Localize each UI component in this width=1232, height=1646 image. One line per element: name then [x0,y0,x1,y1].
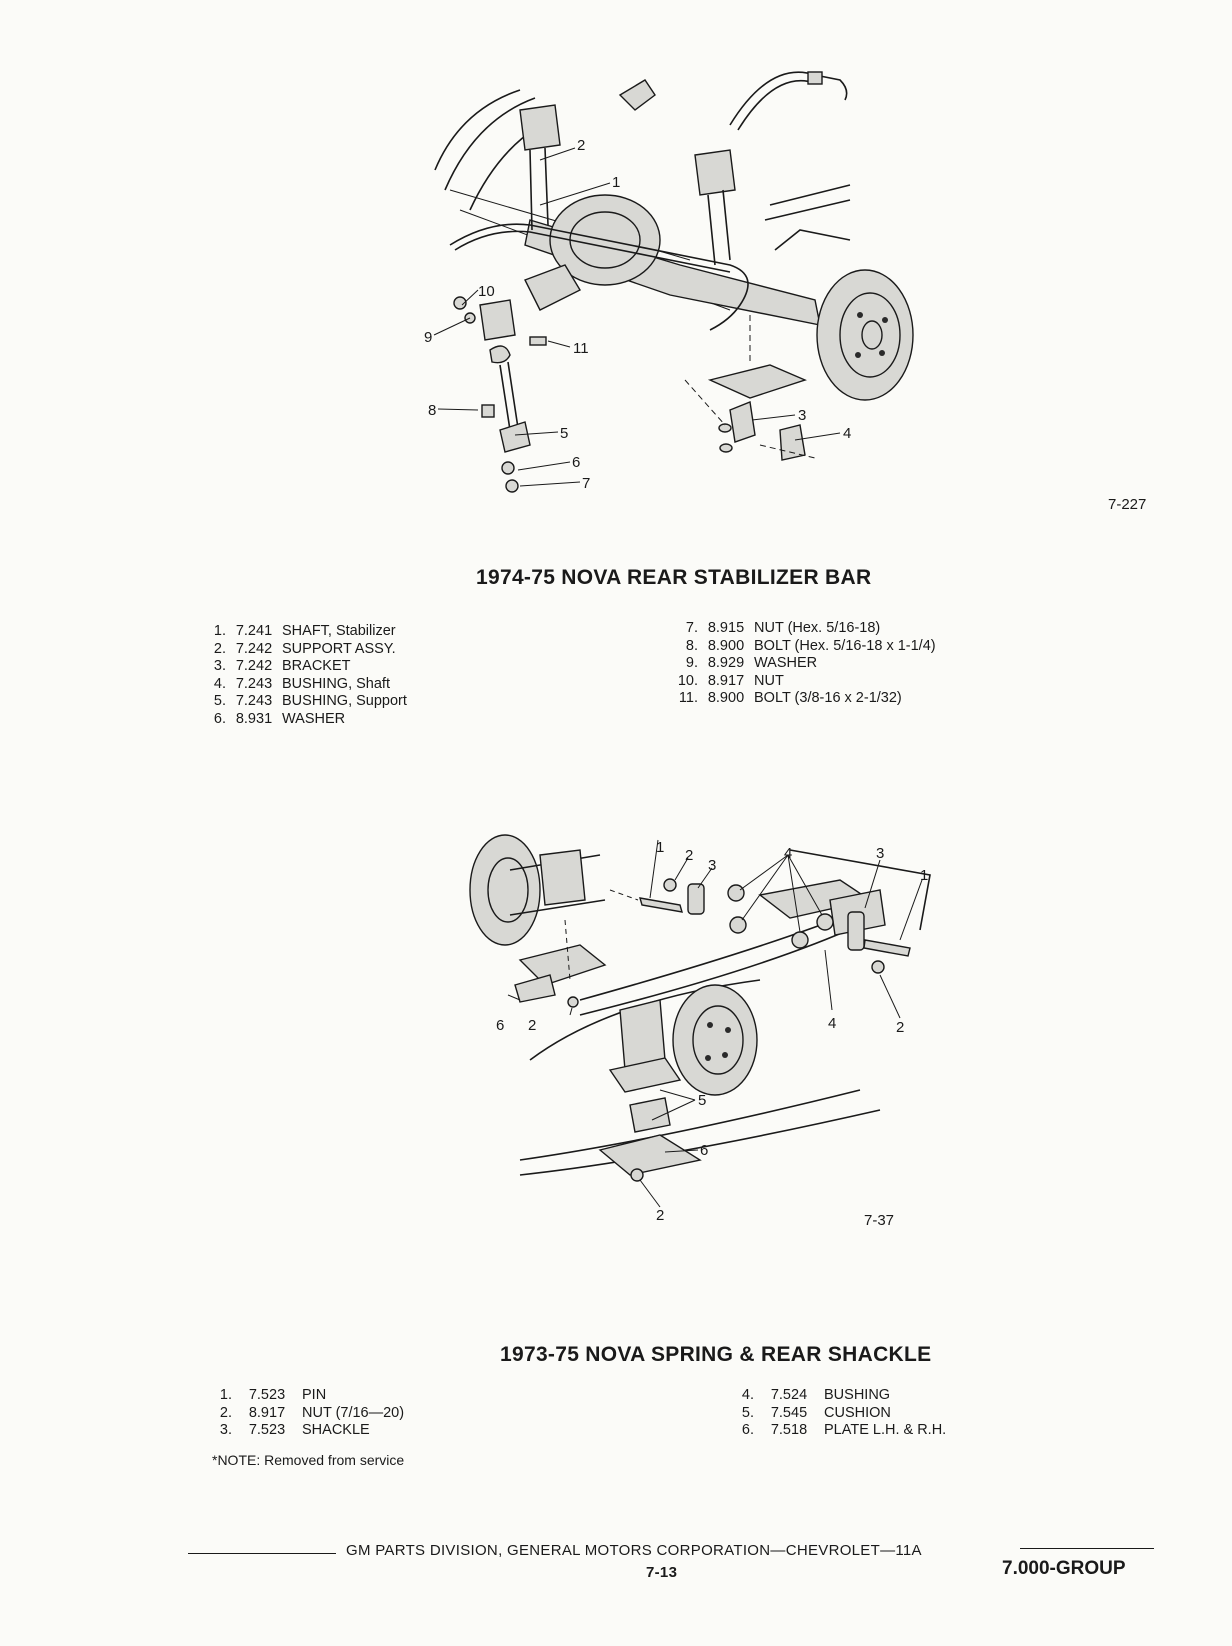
fig2-callout-4: 4 [828,1015,836,1032]
fig2-callout-2: 2 [656,1207,664,1224]
footer-publisher: GM PARTS DIVISION, GENERAL MOTORS CORPOR… [346,1542,922,1559]
section-group: 7.000-GROUP [1002,1558,1126,1579]
fig1-callout-3: 3 [798,407,806,424]
fig1-title: 1974-75 NOVA REAR STABILIZER BAR [476,566,872,589]
fig1-callout-9: 9 [424,329,432,346]
fig2-callout-2: 2 [896,1019,904,1036]
footer-rule-left [188,1553,336,1554]
fig1-callout-4: 4 [843,425,851,442]
fig2-callout-1: 1 [920,867,928,884]
fig2-callout-5: 5 [698,1092,706,1109]
fig2-callout-3: 3 [876,845,884,862]
fig1-callout-11: 11 [573,340,589,357]
spring-shackle-illustration: 1 2 3 4 3 1 2 4 6 2 5 6 2 [469,834,931,1224]
footer-rule-right [1020,1548,1154,1549]
fig1-callout-10: 10 [478,283,495,300]
fig2-callout-2: 2 [685,847,693,864]
fig2-callout-2: 2 [528,1017,536,1034]
fig2-number: 7-37 [864,1212,895,1229]
fig2-callout-3: 3 [708,857,716,874]
stabilizer-bar-illustration: 2 1 10 9 11 8 3 4 5 6 7 [424,71,914,493]
page-number: 7-13 [646,1564,678,1581]
fig2-title: 1973-75 NOVA SPRING & REAR SHACKLE [500,1343,932,1366]
fig1-number: 7-227 [1108,496,1147,513]
fig1-callout-7: 7 [582,475,590,492]
fig1-callout-2: 2 [577,137,585,154]
fig2-callout-1: 1 [656,839,664,856]
fig2-note: *NOTE: Removed from service [212,1452,405,1468]
fig2-callout-6: 6 [700,1142,708,1159]
fig1-callout-5: 5 [560,425,568,442]
fig2-callout-4: 4 [784,845,792,862]
fig1-callout-1: 1 [612,174,620,191]
fig1-callout-8: 8 [428,402,436,419]
fig1-callout-6: 6 [572,454,580,471]
fig2-callout-6: 6 [496,1017,504,1034]
